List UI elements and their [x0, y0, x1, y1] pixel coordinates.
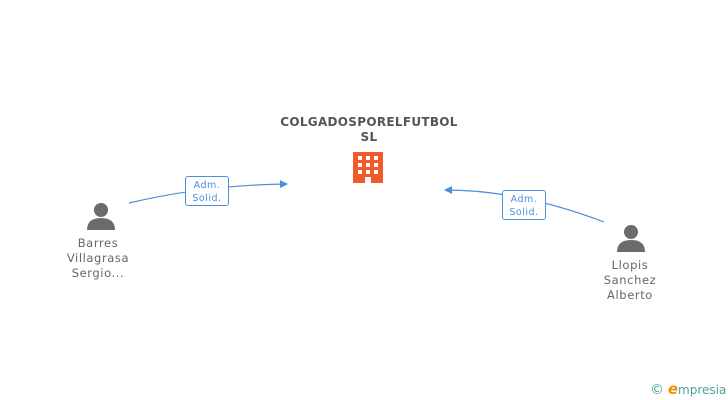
- person-name-line2: Villagrasa: [66, 251, 130, 265]
- building-icon[interactable]: [353, 152, 383, 183]
- edge-label-llopis[interactable]: Adm. Solid.: [502, 190, 546, 220]
- person-icon[interactable]: [617, 225, 645, 252]
- person-name-line3: Sergio...: [71, 266, 125, 280]
- copyright-icon: ©: [650, 382, 664, 398]
- person-name-line1: Llopis: [611, 258, 649, 272]
- company-name[interactable]: COLGADOSPORELFUTBOL SL: [254, 115, 484, 145]
- person-icon[interactable]: [87, 203, 115, 230]
- brand-logo[interactable]: © empresia: [650, 380, 728, 398]
- brand-name: mpresia: [678, 383, 727, 397]
- edge-label-line2: Solid.: [509, 207, 539, 218]
- person-name-line1: Barres: [77, 236, 119, 250]
- company-name-line1: COLGADOSPORELFUTBOL: [280, 115, 458, 129]
- brand-initial: e: [667, 380, 679, 398]
- company-name-line2: SL: [360, 130, 378, 144]
- edge-label-line2: Solid.: [192, 193, 222, 204]
- edge-label-line1: Adm.: [193, 180, 221, 191]
- edge-label-barres[interactable]: Adm. Solid.: [185, 176, 229, 206]
- edge-label-line1: Adm.: [510, 194, 538, 205]
- person-name-line2: Sanchez: [603, 273, 657, 287]
- person-name-barres[interactable]: Barres Villagrasa Sergio...: [48, 236, 148, 281]
- person-name-line3: Alberto: [607, 288, 653, 302]
- person-name-llopis[interactable]: Llopis Sanchez Alberto: [580, 258, 680, 303]
